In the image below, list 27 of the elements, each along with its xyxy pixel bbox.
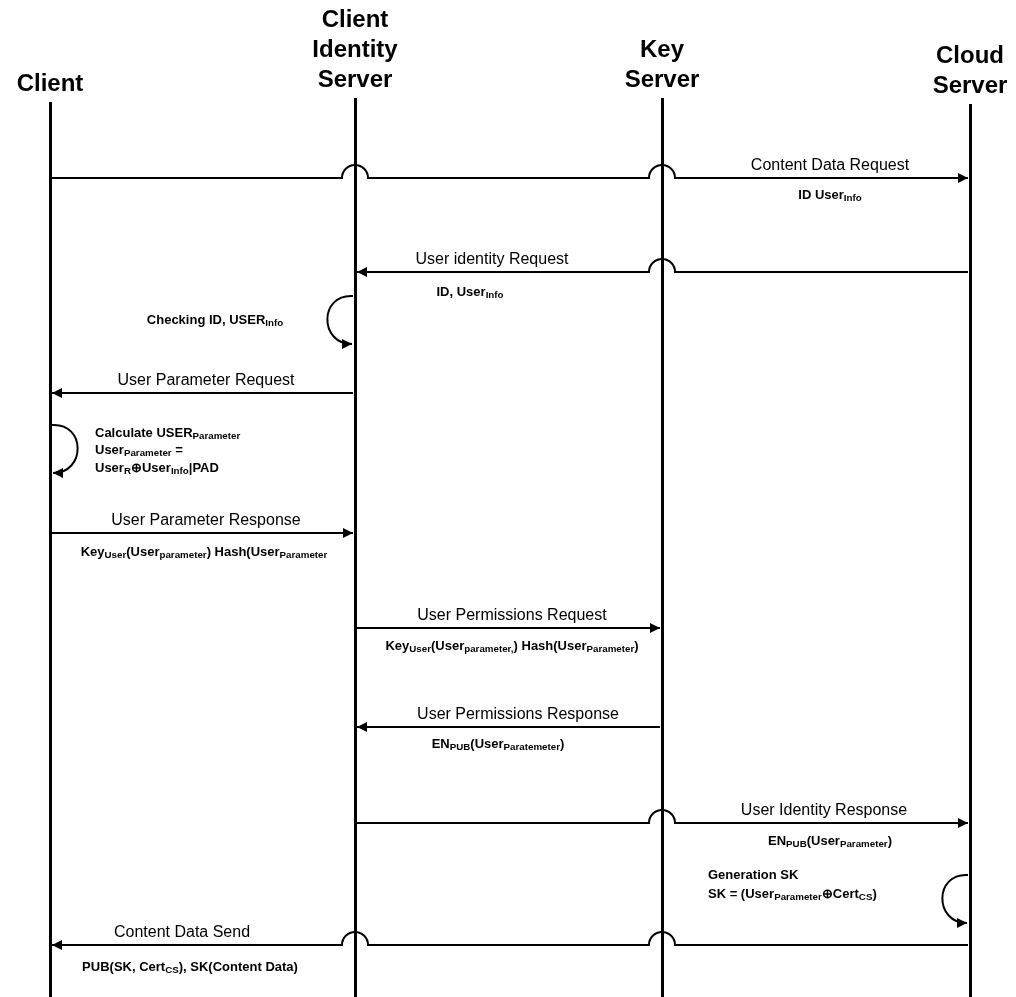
message-arrow: [326, 295, 354, 348]
message-parameter: Generation SK: [708, 866, 799, 884]
participant-name: Cloud Server: [931, 40, 1009, 100]
message-arrow: [51, 164, 969, 183]
message-parameter: Key$_{User}$(User$_{parameter}$) Hash(User$_{Parameter}$: [80, 543, 328, 561]
message-parameter: EN$_{PUB}$(User$_{Paratemeter}$): [431, 735, 565, 753]
message-arrow: [51, 528, 354, 538]
message-arrow: [51, 424, 79, 477]
message-parameter: User$_{Parameter}$ = User$_{R}$⊕User$_{Info}$|PAD: [95, 441, 220, 477]
message-parameter: EN$_{PUB}$(User$_{Parameter}$): [768, 832, 892, 850]
message-arrow: [356, 258, 969, 277]
message-parameter: ID User$_{Info}$: [798, 186, 862, 204]
message-arrow: [356, 722, 661, 732]
message-parameter: Key$_{User}$(User$_{parameter,}$) Hash(User$_{Parameter}$): [385, 637, 639, 655]
message-arrow: [51, 931, 969, 950]
message-arrow: [51, 388, 354, 398]
message-parameter: Checking ID, USER$_{Info}$: [146, 311, 284, 329]
message-arrow: [941, 874, 969, 927]
participant-name: Client: [16, 68, 84, 98]
participant-name: Key Server: [623, 34, 701, 94]
message-parameter: ID, User$_{Info}$: [436, 283, 504, 301]
message-arrow: [356, 623, 661, 633]
message-parameter: SK = (User$_{Parameter}$⊕Cert$_{CS}$): [708, 885, 877, 903]
participant-name: Client Identity Server: [311, 4, 399, 94]
message-parameter: PUB(SK, Cert$_{CS}$), SK(Content Data): [82, 958, 298, 976]
message-arrow: [356, 809, 969, 828]
message-parameter: Calculate USER$_{Parameter}$: [95, 424, 241, 442]
